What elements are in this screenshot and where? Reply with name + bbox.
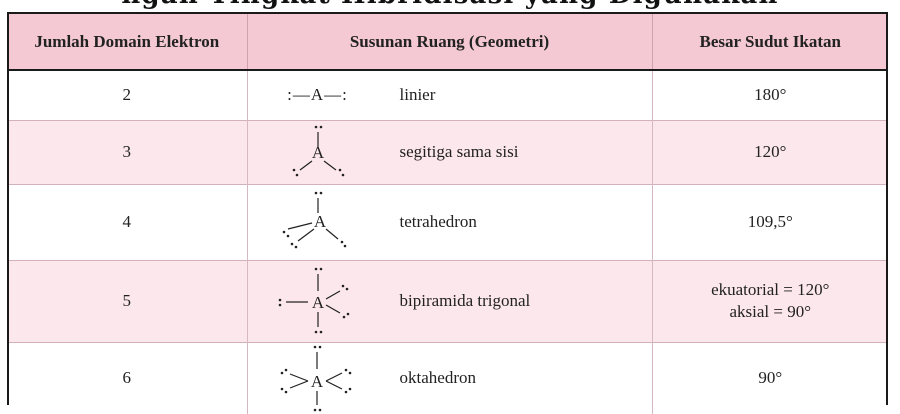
octahedral-figure: A [248, 343, 388, 413]
bond-angle: 180° [651, 70, 888, 120]
geometry-name: tetrahedron [399, 212, 477, 231]
axial-angle: aksial = 90° [729, 302, 812, 321]
domain-count: 6 [122, 368, 132, 388]
domain-count: 4 [122, 212, 132, 231]
central-atom-label: A [311, 293, 324, 312]
central-atom-label: A [310, 372, 323, 391]
trigonal-bipyramidal-diagram: A [278, 267, 349, 334]
central-atom-label: A [311, 143, 324, 162]
geometry-cell: A segitiga sama sisi [246, 120, 652, 184]
table-caption-strip: ngan Tingkat Hibridisasi yang Digunakan [0, 0, 900, 14]
geometry-name: oktahedron [399, 368, 476, 388]
geometry-cell: A oktahedron [246, 342, 652, 414]
bond-angle-cell: ekuatorial = 120° aksial = 90° [651, 260, 888, 342]
equatorial-angle: ekuatorial = 120° [711, 280, 830, 299]
octahedral-diagram: A [280, 345, 351, 412]
trigonal-planar-diagram: A [292, 125, 344, 177]
table-right-border [886, 12, 888, 405]
table-row: 6 A [7, 342, 888, 414]
trigonal-bipyramidal-figure: A [248, 265, 388, 337]
table-header-row: Jumlah Domain Elektron Susunan Ruang (Ge… [7, 13, 888, 70]
header-angle: Besar Sudut Ikatan [651, 13, 888, 70]
geometry-name: bipiramida trigonal [399, 291, 531, 310]
domain-count: 3 [122, 142, 132, 161]
geometry-table: Jumlah Domain Elektron Susunan Ruang (Ge… [7, 12, 888, 414]
linear-formula: :—A—: [287, 85, 348, 105]
bond-angle: 90° [651, 342, 888, 414]
table-row: 3 A segitiga sama sisi [7, 120, 888, 184]
table-row: 5 A [7, 260, 888, 342]
header-geometry: Susunan Ruang (Geometri) [246, 13, 652, 70]
table-row: 2 :—A—: linier 180° [7, 70, 888, 120]
table-row: 4 A [7, 184, 888, 260]
tetrahedral-figure: A [248, 189, 388, 255]
central-atom-label: A [313, 212, 326, 231]
bond-angle: 109,5° [651, 184, 888, 260]
geometry-name: linier [399, 85, 436, 105]
table-left-border [7, 12, 9, 405]
trigonal-planar-figure: A [248, 123, 388, 181]
tetrahedral-diagram: A [282, 191, 346, 249]
domain-count: 2 [122, 85, 132, 105]
bond-angle: 120° [651, 120, 888, 184]
linear-figure: :—A—: [248, 85, 388, 105]
geometry-cell: :—A—: linier [246, 70, 652, 120]
geometry-name: segitiga sama sisi [399, 142, 519, 161]
table-caption: ngan Tingkat Hibridisasi yang Digunakan [0, 0, 900, 10]
geometry-cell: A tetrahedron [246, 184, 652, 260]
geometry-cell: A bipiramida trigonal [246, 260, 652, 342]
header-domain: Jumlah Domain Elektron [34, 31, 220, 51]
domain-count: 5 [122, 291, 132, 310]
